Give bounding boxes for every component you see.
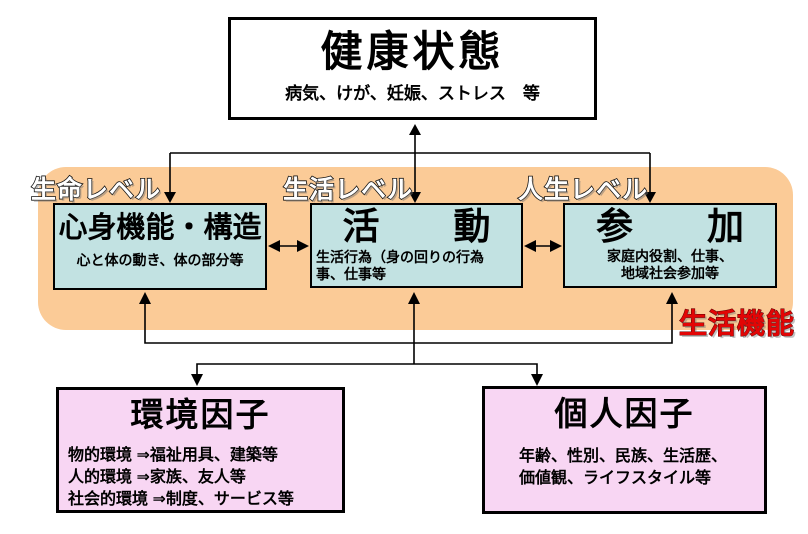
personal-factors-box: 個人因子 年齢、性別、民族、生活歴、 価値観、ライフスタイル等 (482, 386, 767, 514)
environmental-factors-line: 人的環境 ⇒家族、友人等 (68, 469, 246, 487)
environmental-factors-desc: 物的環境 ⇒福祉用具、建築等 人的環境 ⇒家族、友人等 社会的環境 ⇒制度、サー… (59, 445, 294, 511)
participation-desc-line: 地域社会参加等 (621, 264, 719, 281)
activity-title: 活 動 (342, 206, 491, 247)
activity-box: 活 動 生活行為（身の回りの行為 事、仕事等 (310, 203, 523, 288)
participation-box: 参 加 家庭内役割、仕事、 地域社会参加等 (563, 203, 777, 288)
personal-factors-title: 個人因子 (554, 395, 695, 432)
participation-desc: 家庭内役割、仕事、 地域社会参加等 (607, 248, 733, 282)
health-condition-title: 健康状態 (320, 28, 505, 75)
participation-title: 参 加 (596, 206, 744, 247)
environmental-factors-line: 社会的環境 ⇒制度、サービス等 (68, 491, 294, 509)
environmental-factors-line: 物的環境 ⇒福祉用具、建築等 (68, 447, 278, 465)
personal-factors-line: 価値観、ライフスタイル等 (519, 470, 712, 488)
label-social-life-level: 人生レベル (517, 175, 649, 205)
personal-factors-line: 年齢、性別、民族、生活歴、 (519, 448, 728, 466)
environmental-factors-title: 環境因子 (130, 396, 271, 433)
label-daily-life-level: 生活レベル (282, 175, 414, 205)
health-condition-subtitle: 病気、けが、妊娠、ストレス 等 (285, 84, 540, 104)
activity-desc: 生活行為（身の回りの行為 事、仕事等 (312, 249, 484, 283)
label-life-level: 生命レベル (30, 175, 162, 205)
label-life-function: 生活機能 (678, 308, 796, 340)
body-function-structure-desc: 心と体の動き、体の部分等 (76, 252, 244, 269)
body-function-structure-title: 心身機能・構造 (58, 212, 262, 244)
participation-desc-line: 家庭内役割、仕事、 (607, 247, 733, 264)
body-function-structure-box: 心身機能・構造 心と体の動き、体の部分等 (53, 203, 267, 290)
activity-desc-line: 生活行為（身の回りの行為 (316, 248, 484, 265)
health-condition-box: 健康状態 病気、けが、妊娠、ストレス 等 (228, 17, 597, 120)
activity-desc-line: 事、仕事等 (316, 265, 386, 282)
environmental-factors-box: 環境因子 物的環境 ⇒福祉用具、建築等 人的環境 ⇒家族、友人等 社会的環境 ⇒… (56, 387, 345, 513)
personal-factors-desc: 年齢、性別、民族、生活歴、 価値観、ライフスタイル等 (485, 446, 727, 490)
